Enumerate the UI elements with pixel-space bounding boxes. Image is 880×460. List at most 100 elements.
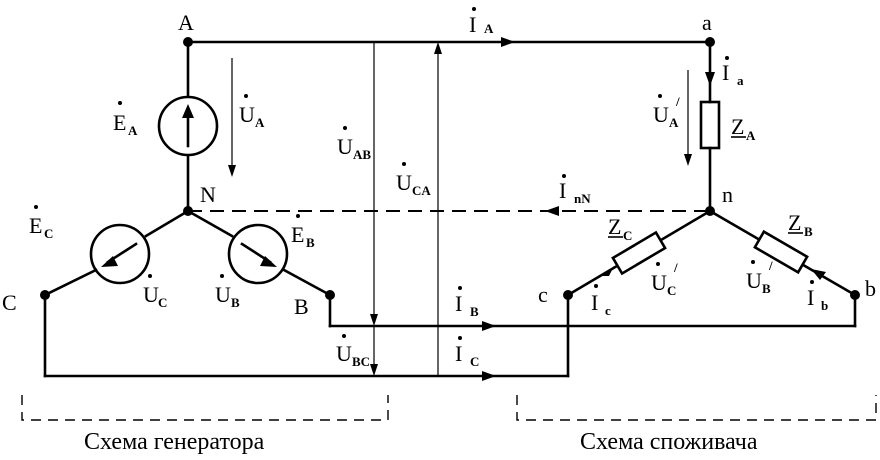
svg-text:Z: Z [788,210,801,235]
label-UAp: U A / [653,94,680,130]
svg-text:C: C [667,283,676,298]
source-EC-arrow [101,256,118,267]
arrow-UCA-head [434,42,442,54]
svg-text:CA: CA [412,183,431,198]
label-IB: I B [455,286,479,319]
arrow-Ib [811,269,826,280]
source-EA-arrow [182,104,194,118]
svg-text:E: E [29,213,42,238]
arrow-IA [501,37,515,47]
svg-text:I: I [455,291,462,316]
label-ZC: Z C [608,214,632,243]
node-N-dot [183,206,193,216]
svg-text:I: I [469,12,476,37]
label-node-a: a [702,10,712,35]
svg-text:/: / [768,258,773,273]
svg-text:C: C [470,354,479,369]
svg-text:U: U [651,270,667,295]
label-InN: I nN [559,174,591,206]
label-EA: E A [113,101,138,138]
svg-text:B: B [306,235,315,250]
source-EA [157,95,219,157]
svg-text:C: C [44,226,53,241]
label-node-N: N [200,182,216,207]
svg-text:Z: Z [731,114,744,139]
label-UA: U A [239,94,265,130]
label-node-c: c [538,282,548,307]
node-C-dot [40,290,50,300]
svg-text:U: U [336,341,352,366]
arrow-UAB-head [370,314,378,326]
svg-text:B: B [231,295,240,310]
svg-text:U: U [396,170,412,195]
svg-text:B: B [470,304,479,319]
svg-text:C: C [158,295,167,310]
svg-text:AB: AB [353,147,371,162]
label-node-n: n [722,182,733,207]
label-IC: I C [455,336,479,369]
caption-consumer: Схема споживача [580,429,758,455]
svg-text:c: c [605,303,611,318]
node-b-dot [850,290,860,300]
label-EC: E C [29,205,53,241]
node-a-dot [705,37,715,47]
label-UCp: U C / [651,260,678,298]
svg-text:A: A [746,128,756,143]
svg-text:I: I [455,341,462,366]
label-UB: U B [215,274,240,310]
label-Ia: I a [722,56,744,88]
svg-text:BC: BC [352,354,370,369]
arrow-Ia [705,72,715,86]
wire-EC-C [43,268,98,297]
svg-text:/: / [675,94,680,109]
arrow-Ic [602,266,614,276]
wire-N-EC [144,209,190,238]
svg-text:I: I [591,290,598,315]
arrow-UA-head [228,165,236,177]
svg-text:E: E [113,110,126,135]
node-A-dot [183,37,193,47]
svg-text:U: U [143,282,159,307]
source-EC [89,223,151,285]
impedance-ZC [611,230,667,276]
svg-text:b: b [821,298,828,313]
svg-text:U: U [215,282,231,307]
node-c-dot [563,290,573,300]
svg-text:U: U [653,102,669,127]
arrow-IB [482,321,496,331]
wire-EB-B [282,268,332,297]
arrow-IC [482,371,496,381]
svg-text:B: B [762,281,771,296]
label-Ic: I c [591,284,611,318]
label-UCA: U CA [396,162,431,198]
arrow-InN [545,206,559,216]
bracket-generator [21,395,389,421]
arrow-UAp-head [684,154,692,166]
svg-text:A: A [255,115,265,130]
label-EB: E B [291,214,315,250]
svg-text:A: A [669,115,679,130]
svg-text:I: I [807,285,814,310]
node-n-dot [705,206,715,216]
svg-text:nN: nN [574,191,591,206]
svg-text:/: / [673,260,678,275]
label-IA: I A [469,7,494,37]
source-EB-arrow [260,256,277,267]
label-node-A: A [178,10,194,35]
svg-text:I: I [722,60,729,85]
arrow-UBC-head [370,364,378,376]
label-UBp: U B / [746,258,773,296]
svg-text:U: U [239,102,255,127]
label-node-C: C [2,290,17,315]
wire-N-EB [186,209,234,238]
svg-text:a: a [737,73,744,88]
label-node-b: b [865,276,876,301]
label-ZB: Z B [788,210,813,239]
label-node-B: B [294,294,309,319]
impedance-ZA [699,100,721,150]
node-B-dot [325,290,335,300]
label-UAB: U AB [337,126,371,162]
svg-text:E: E [291,222,304,247]
